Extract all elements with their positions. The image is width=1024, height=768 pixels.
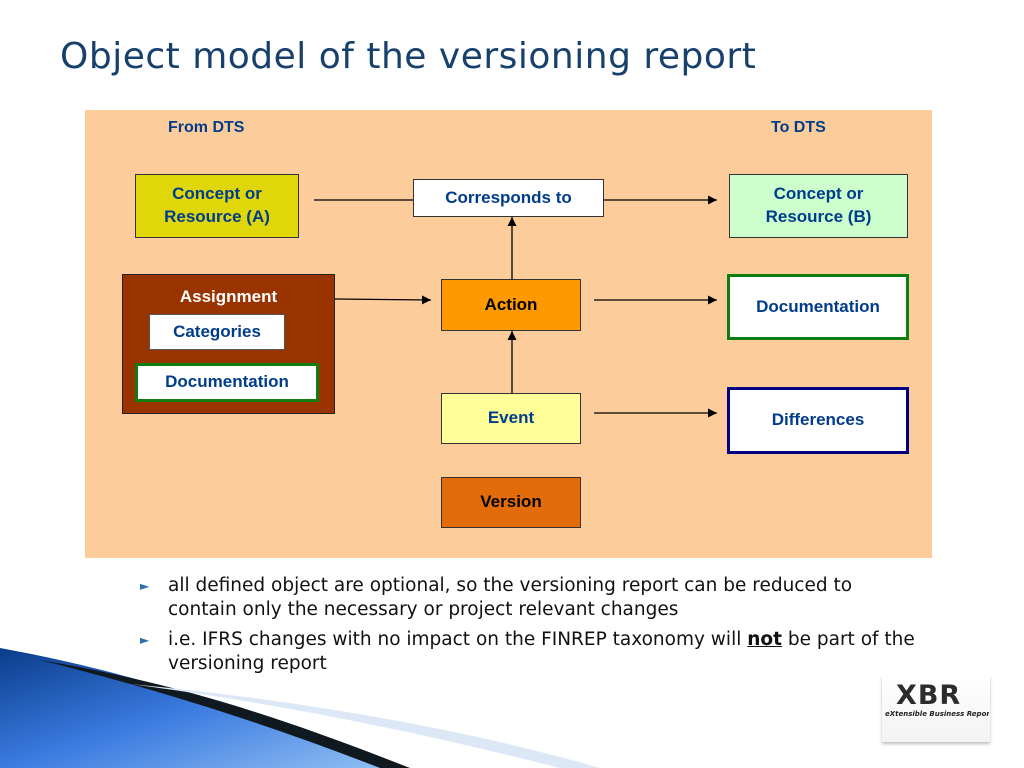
- bullet-text-2-after: be part of the versioning report: [168, 629, 915, 674]
- logo-mark: XBR: [896, 680, 962, 711]
- categories-label: Categories: [173, 321, 261, 341]
- differences-box: Differences: [727, 387, 909, 454]
- event-box: Event: [441, 393, 581, 444]
- concept-a-box: Concept or Resource (A): [135, 174, 299, 238]
- arrow-assignment-to-action: [334, 295, 432, 305]
- documentation-box: Documentation: [727, 274, 909, 340]
- assignment-label: Assignment: [179, 287, 278, 306]
- bullet-text-2-before: i.e. IFRS changes with no impact on the …: [168, 629, 748, 650]
- to-dts-label: To DTS: [771, 119, 826, 136]
- concept-b-box: Concept or Resource (B): [729, 174, 908, 238]
- bullet-text-2-emphasis: not: [747, 629, 782, 650]
- concept-b-line-2: Resource (B): [765, 207, 872, 226]
- version-label: Version: [480, 492, 542, 512]
- version-box: Version: [441, 477, 581, 528]
- swoosh-light-band: [130, 684, 600, 768]
- concept-b-line-1: Concept or: [773, 184, 864, 204]
- assignment-documentation-box: Documentation: [135, 363, 319, 402]
- categories-box: Categories: [149, 314, 285, 350]
- concept-a-line-2: Resource (A): [164, 207, 270, 226]
- assignment-documentation-label: Documentation: [165, 372, 289, 392]
- event-label: Event: [487, 408, 535, 428]
- from-dts-label: From DTS: [168, 119, 245, 136]
- swoosh-dark-band: [40, 660, 410, 768]
- action-label: Action: [484, 294, 538, 314]
- action-box: Action: [441, 279, 581, 331]
- corresponds-to-label: Corresponds to: [445, 187, 572, 207]
- swoosh-blue-band: [0, 648, 380, 768]
- logo-subtitle: eXtensible Business Reporting: [885, 710, 989, 718]
- bullet-list: ► all defined object are optional, so th…: [140, 574, 920, 682]
- documentation-label: Documentation: [756, 296, 880, 316]
- bullet-text-1: all defined object are optional, so the …: [168, 575, 853, 620]
- bullet-item: ► i.e. IFRS changes with no impact on th…: [140, 628, 920, 676]
- bullet-item: ► all defined object are optional, so th…: [140, 574, 920, 622]
- triangle-right-icon: ►: [140, 579, 150, 593]
- differences-label: Differences: [771, 410, 865, 430]
- concept-a-line-1: Concept or: [172, 184, 262, 204]
- xbrl-logo: XBR eXtensible Business Reporting: [882, 676, 990, 742]
- slide-title: Object model of the versioning report: [60, 36, 757, 77]
- triangle-right-icon: ►: [140, 633, 150, 647]
- corresponds-to-box: Corresponds to: [413, 179, 604, 217]
